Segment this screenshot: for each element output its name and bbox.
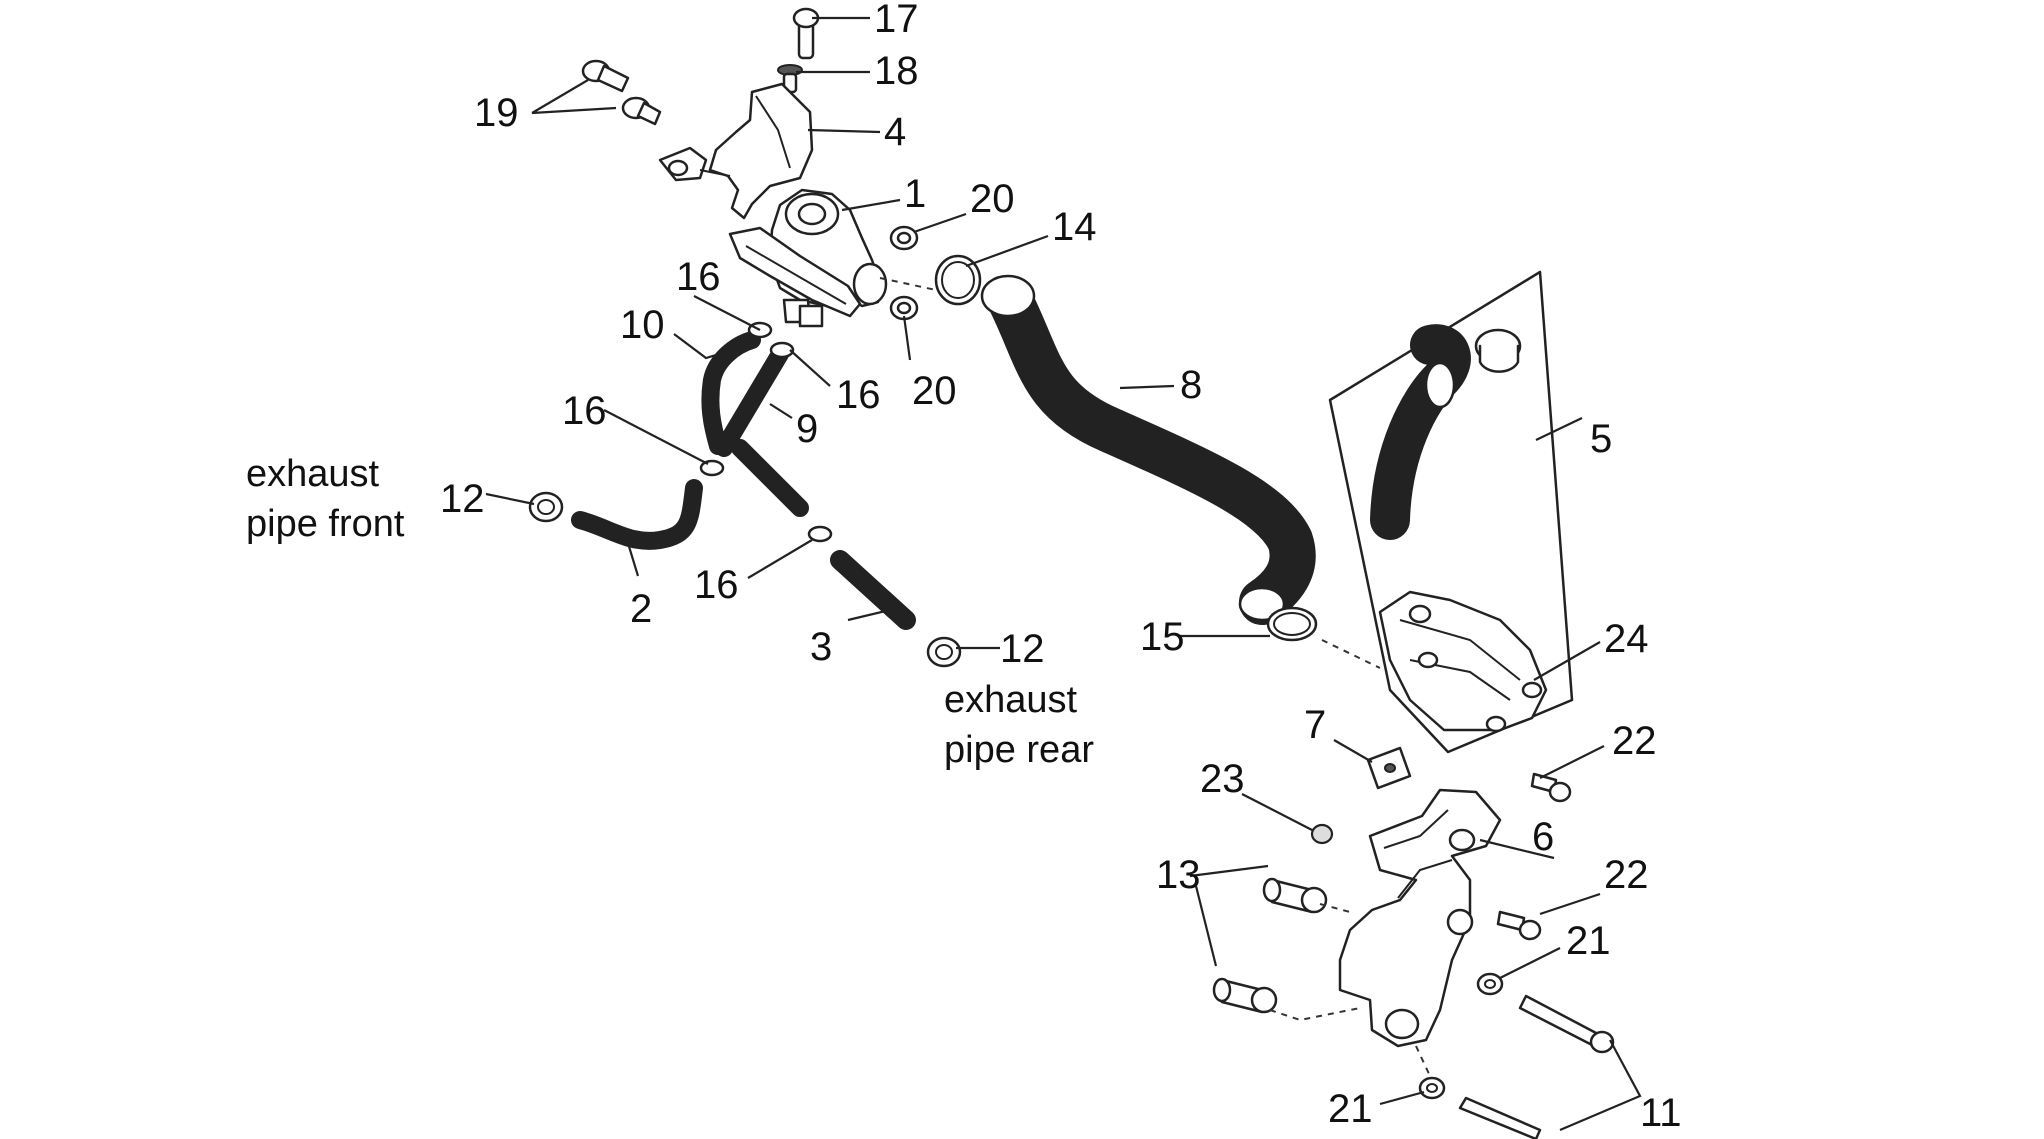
part-15-clamp bbox=[1266, 606, 1318, 642]
part-19-bolts bbox=[581, 59, 662, 126]
part-20-nut-upper bbox=[889, 225, 919, 251]
part-13-spacer-lower bbox=[1212, 977, 1278, 1014]
assembly-line-bolts bbox=[1415, 1045, 1431, 1077]
callout-15: 15 bbox=[1140, 615, 1185, 659]
callout-21b: 21 bbox=[1328, 1087, 1373, 1131]
part-8-hose bbox=[980, 274, 1316, 625]
caption-front-line2: pipe front bbox=[246, 503, 405, 545]
part-6-bracket bbox=[1338, 788, 1502, 1048]
callout-24: 24 bbox=[1604, 617, 1649, 661]
callout-13: 13 bbox=[1156, 853, 1201, 897]
part-9-hose bbox=[715, 345, 809, 517]
part-12-nut-rear bbox=[926, 636, 962, 668]
part-17-bolt bbox=[792, 7, 820, 60]
part-1-valve bbox=[728, 188, 888, 328]
part-4-bracket bbox=[658, 82, 814, 220]
callout-14: 14 bbox=[1052, 205, 1097, 249]
part-2-hose bbox=[571, 479, 703, 550]
part-22-bolt-upper bbox=[1530, 772, 1572, 803]
assembly-line-spacers bbox=[1269, 903, 1361, 1022]
part-16-clip-d bbox=[807, 525, 833, 543]
part-20-nut-lower bbox=[889, 295, 919, 321]
callout-16d: 16 bbox=[694, 563, 739, 607]
part-16-clip-c bbox=[699, 459, 725, 477]
callout-19: 19 bbox=[474, 91, 519, 135]
part-11-bolt-upper bbox=[1518, 994, 1615, 1054]
part-23-nut bbox=[1310, 823, 1334, 845]
part-21-washer-upper bbox=[1476, 972, 1504, 996]
callout-9: 9 bbox=[796, 407, 818, 451]
assembly-line-clamp-cover bbox=[1321, 639, 1381, 669]
part-3-hose bbox=[830, 550, 916, 630]
callout-21a: 21 bbox=[1566, 919, 1611, 963]
callout-20b: 20 bbox=[912, 369, 957, 413]
callout-12a: 12 bbox=[440, 477, 485, 521]
part-7-clip bbox=[1366, 746, 1412, 790]
callout-18: 18 bbox=[874, 49, 919, 93]
part-12-nut-front bbox=[528, 491, 564, 523]
callout-17: 17 bbox=[874, 0, 919, 41]
assembly-line-valve-clamp bbox=[879, 277, 937, 291]
callout-10: 10 bbox=[620, 303, 665, 347]
part-14-clamp bbox=[934, 254, 982, 306]
callout-2: 2 bbox=[630, 587, 652, 631]
part-10-hose bbox=[701, 331, 761, 455]
part-21-washer-lower bbox=[1418, 1076, 1446, 1100]
captions: exhaust pipe front exhaust pipe rear bbox=[246, 453, 1094, 771]
callout-22b: 22 bbox=[1604, 853, 1649, 897]
part-24-valve-cover bbox=[1378, 590, 1548, 733]
callout-20a: 20 bbox=[970, 177, 1015, 221]
callout-11: 11 bbox=[1640, 1091, 1682, 1135]
callout-16c: 16 bbox=[562, 389, 607, 433]
callout-16b: 16 bbox=[836, 373, 881, 417]
callout-7: 7 bbox=[1304, 703, 1326, 747]
callout-1: 1 bbox=[904, 172, 926, 216]
part-11-bolt-lower bbox=[1458, 1096, 1542, 1139]
callout-6: 6 bbox=[1532, 815, 1554, 859]
callout-5: 5 bbox=[1590, 417, 1612, 461]
caption-front-line1: exhaust bbox=[246, 453, 380, 495]
callout-22a: 22 bbox=[1612, 719, 1657, 763]
caption-rear-line1: exhaust bbox=[944, 679, 1078, 721]
callout-12b: 12 bbox=[1000, 627, 1045, 671]
leader-lines bbox=[485, 16, 1642, 1132]
part-22-bolt-lower bbox=[1496, 910, 1542, 941]
part-16-clip-b bbox=[769, 341, 795, 359]
callout-16a: 16 bbox=[676, 255, 721, 299]
part-13-spacer-upper bbox=[1262, 877, 1328, 914]
callout-labels: 17 18 19 4 1 20 14 16 10 16 20 9 16 8 5 … bbox=[440, 0, 1682, 1135]
caption-rear-line2: pipe rear bbox=[944, 729, 1094, 771]
callout-23: 23 bbox=[1200, 757, 1245, 801]
callout-8: 8 bbox=[1180, 363, 1202, 407]
callout-3: 3 bbox=[810, 625, 832, 669]
callout-4: 4 bbox=[884, 110, 906, 154]
